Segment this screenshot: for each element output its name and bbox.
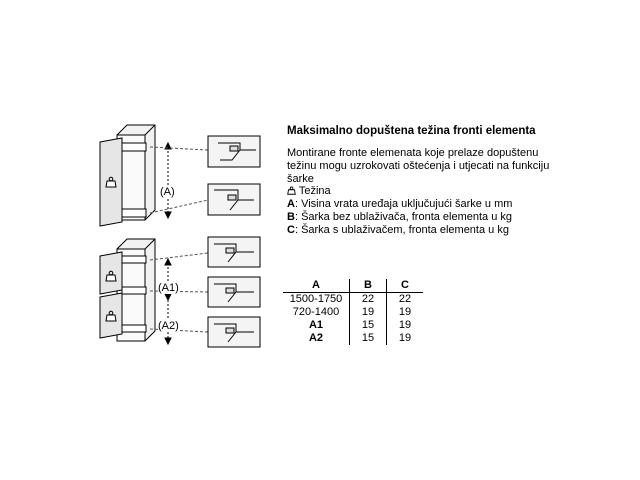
table-cell: A1 [308,319,324,331]
table-row: 720-1400 19 19 [283,306,423,319]
hinge-detail-lower-3 [207,316,261,348]
hinge-detail-lower-2 [207,276,261,308]
table-cell: 19 [349,306,387,319]
table-cell: 22 [386,292,423,306]
table-cell: 19 [386,306,423,319]
legend-text: : Visina vrata uređaja uključujući šarke… [294,198,513,210]
legend-text: Težina [298,185,331,197]
single-door-appliance [99,124,156,227]
column-header: A [283,279,350,293]
table-cell: 19 [386,319,423,332]
weight-table: A B C 1500-1750 22 22 720-1400 19 19 A1 … [283,279,423,345]
hinge-detail-bottom [207,183,261,216]
column-header: C [386,279,423,293]
legend-text: : Šarka bez ublaživača, fronta elementa … [294,211,513,223]
table-row: A2 15 19 [283,332,423,345]
column-header: B [349,279,387,293]
table-cell: 1500-1750 [289,293,343,305]
legend-item-b: B: Šarka bez ublaživača, fronta elementa… [287,211,512,224]
appliance-diagram [99,124,261,348]
legend-key: A [287,198,295,210]
table-cell: 720-1400 [292,306,340,318]
table-cell: A2 [308,332,324,344]
page-heading: Maksimalno dopuštena težina fronti eleme… [287,125,536,137]
table-row: 1500-1750 22 22 [283,292,423,306]
table-cell: 19 [386,332,423,345]
dimension-label-a: (A) [160,186,175,198]
legend: Težina A: Visina vrata uređaja uključuju… [287,185,512,237]
weight-icon [287,186,296,195]
two-door-appliance [99,238,156,342]
table-cell: 15 [349,332,387,345]
legend-item-a: A: Visina vrata uređaja uključujući šark… [287,198,512,211]
hinge-detail-top [207,135,261,168]
dimension-label-a1: (A1) [158,282,179,294]
legend-item-weight: Težina [287,185,512,198]
table-cell: 22 [349,292,387,306]
dimension-a1 [164,257,172,302]
table-row: A1 15 19 [283,319,423,332]
table-header-row: A B C [283,279,423,293]
dimension-label-a2: (A2) [158,320,179,332]
legend-key: B [287,211,295,223]
dimension-a [164,141,172,220]
hinge-detail-lower-1 [207,236,261,268]
description-paragraph: Montirane fronte elemenata koje prelaze … [287,147,550,185]
legend-key: C [287,224,295,236]
table-cell: 15 [349,319,387,332]
legend-text: : Šarka s ublaživačem, fronta elementa u… [294,224,509,236]
legend-item-c: C: Šarka s ublaživačem, fronta elementa … [287,224,512,237]
